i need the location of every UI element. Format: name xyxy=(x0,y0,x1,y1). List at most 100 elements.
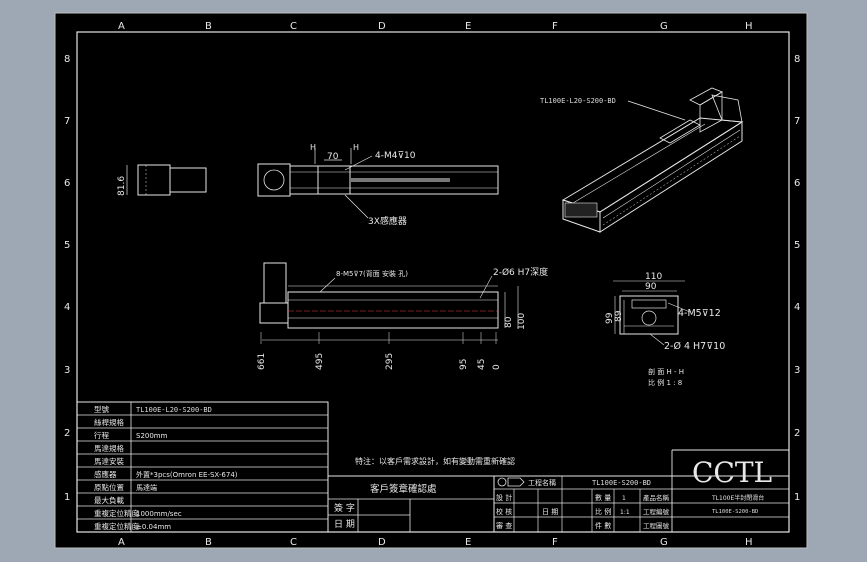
column-marker: B xyxy=(205,537,212,548)
row-marker: 4 xyxy=(794,302,800,313)
spec-label: 感應器 xyxy=(94,469,117,479)
row-marker: 7 xyxy=(794,116,800,127)
dim-bottom-value: 95 xyxy=(459,359,469,370)
column-marker: D xyxy=(378,537,386,548)
dim-bottom-value: 45 xyxy=(477,359,487,370)
column-marker: D xyxy=(378,21,386,32)
section-view: 110 90 99 89 4-M5⊽12 2-Ø 4 H7⊽10 剖 面 H -… xyxy=(605,272,725,387)
top-view: H H 70 4-M4⊽10 3X感應器 xyxy=(257,143,499,227)
row-marker: 5 xyxy=(794,240,800,251)
spec-value: 馬達端 xyxy=(136,483,157,492)
special-note: 特注：以客戶需求設計，如有變動需重新確認 xyxy=(355,456,515,466)
tapped-holes-callout: 4-M4⊽10 xyxy=(375,151,416,161)
spec-value: 1000mm/sec xyxy=(136,510,182,518)
spec-value: S200mm xyxy=(136,432,168,440)
column-marker: H xyxy=(745,21,753,32)
column-marker: G xyxy=(660,537,668,548)
title-left-label: 審 查 xyxy=(496,521,512,530)
dim-right-100: 100 xyxy=(517,313,527,330)
spec-label: 重複定位精度 xyxy=(94,508,139,518)
spec-value: TL100E-L20-S200-BD xyxy=(136,406,212,414)
side-view: 8-M5⊽7(背面 安裝 孔) 2-Ø6 H7深度 80 100 661 495 2… xyxy=(257,262,548,370)
bottom-dimensions: 661 495 295 95 45 0 xyxy=(257,332,502,370)
row-marker: 3 xyxy=(794,365,800,376)
title-right-label: 工程編號 xyxy=(643,507,670,516)
row-marker: 8 xyxy=(794,54,800,65)
end-view: 81.6 xyxy=(117,164,207,196)
product-code: TL100E-S200-BD xyxy=(712,509,758,515)
model-callout: TL100E-L20-S200-BD xyxy=(540,97,616,105)
isometric-view: TL100E-L20-S200-BD xyxy=(540,87,744,233)
sign-label: 簽 字 xyxy=(334,502,355,514)
column-marker: A xyxy=(118,21,125,32)
title-mid-label: 件 數 xyxy=(595,521,611,530)
logo-text: CCTL xyxy=(692,456,772,489)
slider-width-dim: 70 xyxy=(327,152,339,162)
section-height-99: 99 xyxy=(605,312,615,324)
row-markers-left: 8 7 6 5 4 3 2 1 xyxy=(64,54,70,503)
row-marker: 6 xyxy=(794,178,800,189)
row-marker: 4 xyxy=(64,302,70,313)
column-marker: E xyxy=(465,537,471,548)
screw-note: 8-M5⊽7(背面 安裝 孔) xyxy=(336,269,408,278)
section-height-89: 89 xyxy=(614,310,624,322)
column-marker: F xyxy=(552,537,558,548)
row-marker: 8 xyxy=(64,54,70,65)
title-block: 工程名稱 TL100E-S200-BD CCTL TL100E半封閉滑台 TL1… xyxy=(493,449,790,533)
h-marker-left: H xyxy=(310,143,316,152)
column-marker: B xyxy=(205,21,212,32)
row-marker: 3 xyxy=(64,365,70,376)
dim-right-80: 80 xyxy=(504,316,514,328)
column-markers-bottom: A B C D E F G H xyxy=(118,537,753,548)
spec-label: 型號 xyxy=(94,404,109,414)
section-label: 剖 面 H - H xyxy=(648,367,684,376)
dim-bottom-value: 0 xyxy=(492,364,502,370)
row-marker: 6 xyxy=(64,178,70,189)
row-marker: 2 xyxy=(64,428,70,439)
spec-value: 外置*3pcs(Omron EE-SX-674) xyxy=(136,470,238,479)
column-marker: C xyxy=(290,537,297,548)
column-marker: H xyxy=(745,537,753,548)
scale-label: 比 例 1 : 8 xyxy=(648,378,682,387)
spec-label: 馬達安裝 xyxy=(94,456,124,466)
outer-frame xyxy=(54,12,808,549)
column-marker: C xyxy=(290,21,297,32)
section-m5-holes: 4-M5⊽12 xyxy=(678,308,721,319)
column-marker: F xyxy=(552,21,558,32)
dim-bottom-value: 661 xyxy=(257,353,267,370)
h-marker-right: H xyxy=(353,143,359,152)
end-view-height-dim: 81.6 xyxy=(117,176,127,196)
spec-label: 原點位置 xyxy=(94,482,124,492)
title-mid-label: 比 例 xyxy=(595,507,611,516)
pin-holes-note: 2-Ø6 H7深度 xyxy=(493,266,548,278)
qty-value: 1 xyxy=(622,495,626,502)
row-marker: 7 xyxy=(64,116,70,127)
title-left-label: 校 核 xyxy=(496,507,512,516)
date-label: 日 期 xyxy=(334,519,355,530)
column-marker: G xyxy=(660,21,668,32)
spec-label: 行程 xyxy=(94,430,109,440)
date-col-label: 日 期 xyxy=(542,508,558,516)
sheet-background xyxy=(55,13,807,548)
title-right-label: 產品名稱 xyxy=(643,493,670,502)
row-marker: 1 xyxy=(64,492,70,503)
product-name: TL100E半封閉滑台 xyxy=(711,494,764,502)
dim-bottom-value: 295 xyxy=(385,353,395,370)
section-width-inner: 90 xyxy=(645,282,657,292)
section-width-outer: 110 xyxy=(645,272,662,282)
spec-value: ±0.04mm xyxy=(136,523,171,531)
drawing-number: TL100E-S200-BD xyxy=(592,479,651,487)
customer-confirm-box: 客戶簽章確認處 簽 字 日 期 xyxy=(327,475,495,533)
sensor-callout: 3X感應器 xyxy=(368,215,407,227)
column-marker: A xyxy=(118,537,125,548)
project-label: 工程名稱 xyxy=(528,478,556,487)
row-marker: 5 xyxy=(64,240,70,251)
spec-label: 重複定位精度 xyxy=(94,521,139,531)
title-mid-label: 數 量 xyxy=(595,493,611,502)
dim-bottom-value: 495 xyxy=(315,353,325,370)
spec-label: 最大負載 xyxy=(94,495,124,505)
